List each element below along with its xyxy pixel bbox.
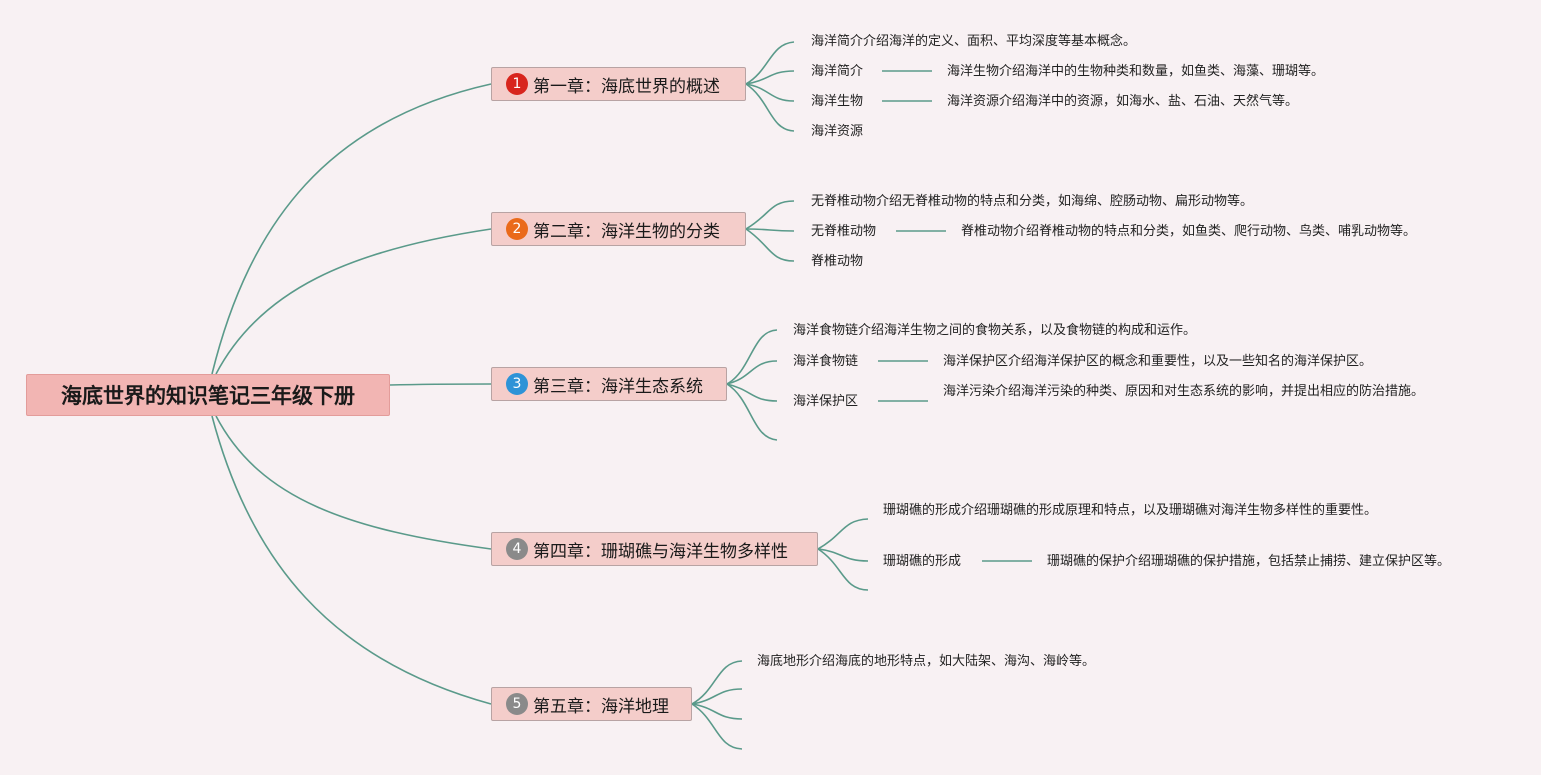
- ch2-link-c: [745, 228, 795, 262]
- chapter-4-title: 第四章：珊瑚礁与海洋生物多样性: [533, 541, 788, 562]
- ch3-link-b: [726, 360, 778, 385]
- ch1-link-b: [745, 70, 795, 85]
- ch5-link-c: [691, 703, 743, 720]
- ch1-link-a: [745, 41, 795, 85]
- ch5-link-b: [691, 688, 743, 705]
- number-5-icon: 5: [506, 693, 528, 715]
- chapter-1-node[interactable]: 1 第一章：海底世界的概述: [491, 67, 746, 101]
- ch3-link-d: [726, 383, 778, 441]
- ch4-item-formation-desc[interactable]: 珊瑚礁的形成介绍珊瑚礁的形成原理和特点，以及珊瑚礁对海洋生物多样性的重要性。: [883, 503, 1378, 518]
- root-link-5: [211, 415, 492, 705]
- ch3-item-foodchain[interactable]: 海洋食物链: [793, 354, 859, 369]
- ch3-link-a: [726, 329, 778, 385]
- ch3-link-c: [726, 383, 778, 402]
- chapter-1-title: 第一章：海底世界的概述: [533, 76, 720, 97]
- ch4-link-b: [817, 548, 869, 562]
- root-title: 海底世界的知识笔记三年级下册: [61, 384, 355, 408]
- ch4-link-a: [817, 518, 869, 550]
- ch1-item-intro[interactable]: 海洋简介: [811, 64, 864, 79]
- root-topic[interactable]: 海底世界的知识笔记三年级下册: [26, 374, 390, 416]
- ch2-link-b: [745, 228, 795, 232]
- number-4-icon: 4: [506, 538, 528, 560]
- ch2-link-a: [745, 200, 795, 230]
- ch3-item-reserve-desc[interactable]: 海洋保护区介绍海洋保护区的概念和重要性，以及一些知名的海洋保护区。: [943, 354, 1373, 369]
- ch1-link-d: [745, 83, 795, 132]
- chapter-3-title: 第三章：海洋生态系统: [533, 376, 703, 397]
- ch2-item-invert-desc[interactable]: 无脊椎动物介绍无脊椎动物的特点和分类，如海绵、腔肠动物、扁形动物等。: [811, 194, 1254, 209]
- ch1-item-resource[interactable]: 海洋资源: [811, 124, 864, 139]
- number-3-icon: 3: [506, 373, 528, 395]
- root-link-1: [211, 83, 492, 375]
- ch1-link-c: [745, 83, 795, 102]
- ch1-item-life[interactable]: 海洋生物: [811, 94, 864, 109]
- number-2-icon: 2: [506, 218, 528, 240]
- ch5-link-d: [691, 703, 743, 750]
- ch1-item-life-desc[interactable]: 海洋生物介绍海洋中的生物种类和数量，如鱼类、海藻、珊瑚等。: [947, 64, 1325, 79]
- ch1-item-intro-desc[interactable]: 海洋简介介绍海洋的定义、面积、平均深度等基本概念。: [811, 34, 1137, 49]
- chapter-4-node[interactable]: 4 第四章：珊瑚礁与海洋生物多样性: [491, 532, 818, 566]
- chapter-5-title: 第五章：海洋地理: [533, 696, 669, 717]
- connector-group: [211, 41, 1032, 750]
- ch2-item-invert[interactable]: 无脊椎动物: [811, 224, 877, 239]
- ch1-item-resource-desc[interactable]: 海洋资源介绍海洋中的资源，如海水、盐、石油、天然气等。: [947, 94, 1299, 109]
- ch3-item-reserve[interactable]: 海洋保护区: [793, 394, 859, 409]
- ch3-item-pollution-desc[interactable]: 海洋污染介绍海洋污染的种类、原因和对生态系统的影响，并提出相应的防治措施。: [943, 384, 1425, 399]
- ch3-item-foodchain-desc[interactable]: 海洋食物链介绍海洋生物之间的食物关系，以及食物链的构成和运作。: [793, 323, 1197, 338]
- chapter-2-title: 第二章：海洋生物的分类: [533, 221, 720, 242]
- ch2-item-vert-desc[interactable]: 脊椎动物介绍脊椎动物的特点和分类，如鱼类、爬行动物、鸟类、哺乳动物等。: [961, 224, 1417, 239]
- ch4-item-protection-desc[interactable]: 珊瑚礁的保护介绍珊瑚礁的保护措施，包括禁止捕捞、建立保护区等。: [1047, 554, 1451, 569]
- chapter-3-node[interactable]: 3 第三章：海洋生态系统: [491, 367, 727, 401]
- ch4-item-formation[interactable]: 珊瑚礁的形成: [883, 554, 962, 569]
- number-1-icon: 1: [506, 73, 528, 95]
- root-link-2: [215, 228, 492, 375]
- ch4-link-c: [817, 548, 869, 591]
- root-link-3: [389, 383, 492, 386]
- root-link-4: [215, 415, 492, 550]
- chapter-5-node[interactable]: 5 第五章：海洋地理: [491, 687, 692, 721]
- ch5-link-a: [691, 660, 743, 705]
- ch2-item-vert[interactable]: 脊椎动物: [811, 254, 864, 269]
- ch5-item-terrain-desc[interactable]: 海底地形介绍海底的地形特点，如大陆架、海沟、海岭等。: [757, 654, 1096, 669]
- chapter-2-node[interactable]: 2 第二章：海洋生物的分类: [491, 212, 746, 246]
